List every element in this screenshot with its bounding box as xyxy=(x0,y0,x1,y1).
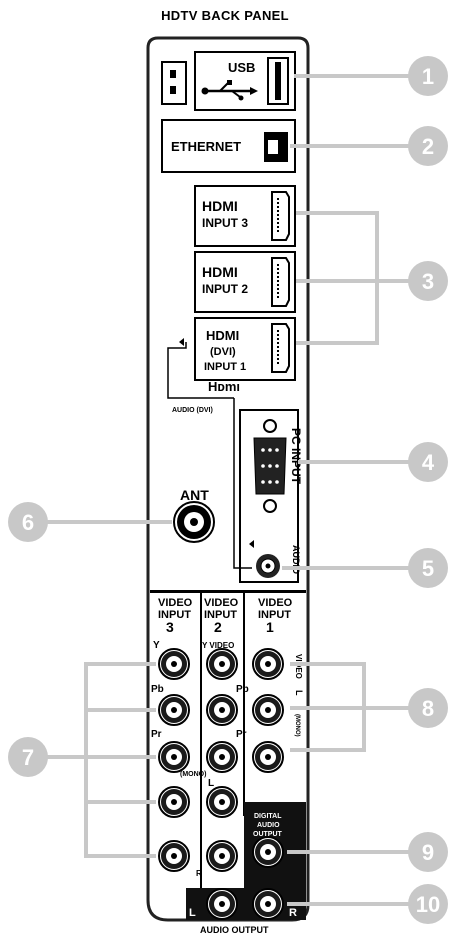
diagram-title: HDTV BACK PANEL xyxy=(161,8,289,23)
hdmi-input-2-group: HDMI INPUT 2 xyxy=(194,251,296,313)
hdmi-input-1-group: HDMI (DVI) INPUT 1 xyxy=(194,317,296,381)
callout-9 xyxy=(408,832,448,872)
mono-mid-label: (MONO) xyxy=(180,771,206,778)
svg-text:7: 7 xyxy=(22,745,34,770)
rca-jack xyxy=(158,648,190,680)
svg-text:3: 3 xyxy=(422,269,434,294)
usb-label: USB xyxy=(228,60,255,75)
ao-l-label: L xyxy=(189,907,196,919)
hdmi1-label-b: (DVI) xyxy=(210,346,236,358)
vi1-label-b: INPUT xyxy=(258,609,291,621)
rca-jack xyxy=(252,694,284,726)
callout-6 xyxy=(8,502,48,542)
yvideo-label: Y VIDEO xyxy=(202,641,234,650)
pr1-label: Pr xyxy=(236,729,247,740)
callout-2 xyxy=(408,126,448,166)
vi2-label-c: 2 xyxy=(214,619,222,635)
usb-port-group: USB xyxy=(194,51,296,111)
callout-8 xyxy=(408,688,448,728)
ao-r-label: R xyxy=(289,907,297,919)
rca-jack xyxy=(252,888,284,920)
callout-7 xyxy=(8,737,48,777)
svg-text:8: 8 xyxy=(422,696,434,721)
vi3-label-a: VIDEO xyxy=(158,597,193,609)
vi2-label-b: INPUT xyxy=(204,609,237,621)
digital-label-3: OUTPUT xyxy=(253,831,283,838)
rca-jack xyxy=(252,741,284,773)
pc-audio-jack xyxy=(256,554,280,578)
hdmi2-label-a: HDMI xyxy=(202,264,238,280)
rca-jack xyxy=(158,694,190,726)
hdmi-logo: Hᴅmı xyxy=(208,379,240,394)
rca-jack xyxy=(158,741,190,773)
rca-jack xyxy=(206,741,238,773)
hdmi3-label-b: INPUT 3 xyxy=(202,216,248,230)
svg-text:4: 4 xyxy=(422,450,435,475)
svg-text:10: 10 xyxy=(416,892,440,917)
vi3-label-c: 3 xyxy=(166,619,174,635)
callout-markers: 1 2 3 4 5 6 7 8 9 10 xyxy=(8,56,448,924)
audio-label: AUDIO xyxy=(291,545,301,574)
hdmi-input-3-group: HDMI INPUT 3 xyxy=(194,185,296,247)
ao-label: AUDIO OUTPUT xyxy=(200,925,269,935)
svg-text:1: 1 xyxy=(422,64,434,89)
rca-jack xyxy=(206,840,238,872)
callout-10 xyxy=(408,884,448,924)
callout-lines xyxy=(45,74,410,906)
rca-jack xyxy=(206,888,238,920)
callout-5 xyxy=(408,548,448,588)
rca-jack xyxy=(158,786,190,818)
ethernet-label: ETHERNET xyxy=(171,139,241,154)
digital-label-2: AUDIO xyxy=(257,822,280,829)
pc-input-group: PC INPUT AUDIO xyxy=(239,409,303,583)
vi2-label-a: VIDEO xyxy=(204,597,239,609)
r-mid-label: R xyxy=(196,869,202,878)
antenna-connector xyxy=(173,501,215,543)
rca-jack xyxy=(206,694,238,726)
hdmi2-label-b: INPUT 2 xyxy=(202,282,248,296)
hdmi1-label-c: INPUT 1 xyxy=(204,361,246,373)
digital-label-1: DIGITAL xyxy=(254,813,282,820)
usb-symbol-icon xyxy=(201,80,258,101)
svg-text:9: 9 xyxy=(422,840,434,865)
svg-text:6: 6 xyxy=(22,510,34,535)
callout-4 xyxy=(408,442,448,482)
rca-jack xyxy=(252,836,284,868)
vi3-label-b: INPUT xyxy=(158,609,191,621)
l1-label: L xyxy=(294,690,304,696)
pr3-label: Pr xyxy=(151,729,162,740)
hdmi1-label-a: HDMI xyxy=(206,328,239,343)
l-mid-label: L xyxy=(208,778,214,789)
pc-input-label: PC INPUT xyxy=(289,428,303,485)
service-port xyxy=(161,61,187,105)
vi1-label-c: 1 xyxy=(266,619,274,635)
mono1-label: (MONO) xyxy=(294,714,300,737)
pb1-label: Pb xyxy=(236,684,249,695)
rca-jack xyxy=(206,786,238,818)
audio-dvi-label: AUDIO (DVI) xyxy=(172,407,213,414)
rca-jack xyxy=(206,648,238,680)
svg-text:2: 2 xyxy=(422,134,434,159)
rca-jacks xyxy=(158,648,284,920)
ant-label: ANT xyxy=(180,487,209,503)
ethernet-port-group: ETHERNET xyxy=(161,119,296,173)
svg-text:5: 5 xyxy=(422,556,434,581)
callout-1 xyxy=(408,56,448,96)
y3-label: Y xyxy=(153,640,160,651)
video1-label: VIDEO xyxy=(294,654,303,679)
rca-jack xyxy=(252,648,284,680)
hdmi3-label-a: HDMI xyxy=(202,198,238,214)
rca-jack xyxy=(158,840,190,872)
callout-3 xyxy=(408,261,448,301)
pb3-label: Pb xyxy=(151,684,164,695)
vi1-label-a: VIDEO xyxy=(258,597,293,609)
